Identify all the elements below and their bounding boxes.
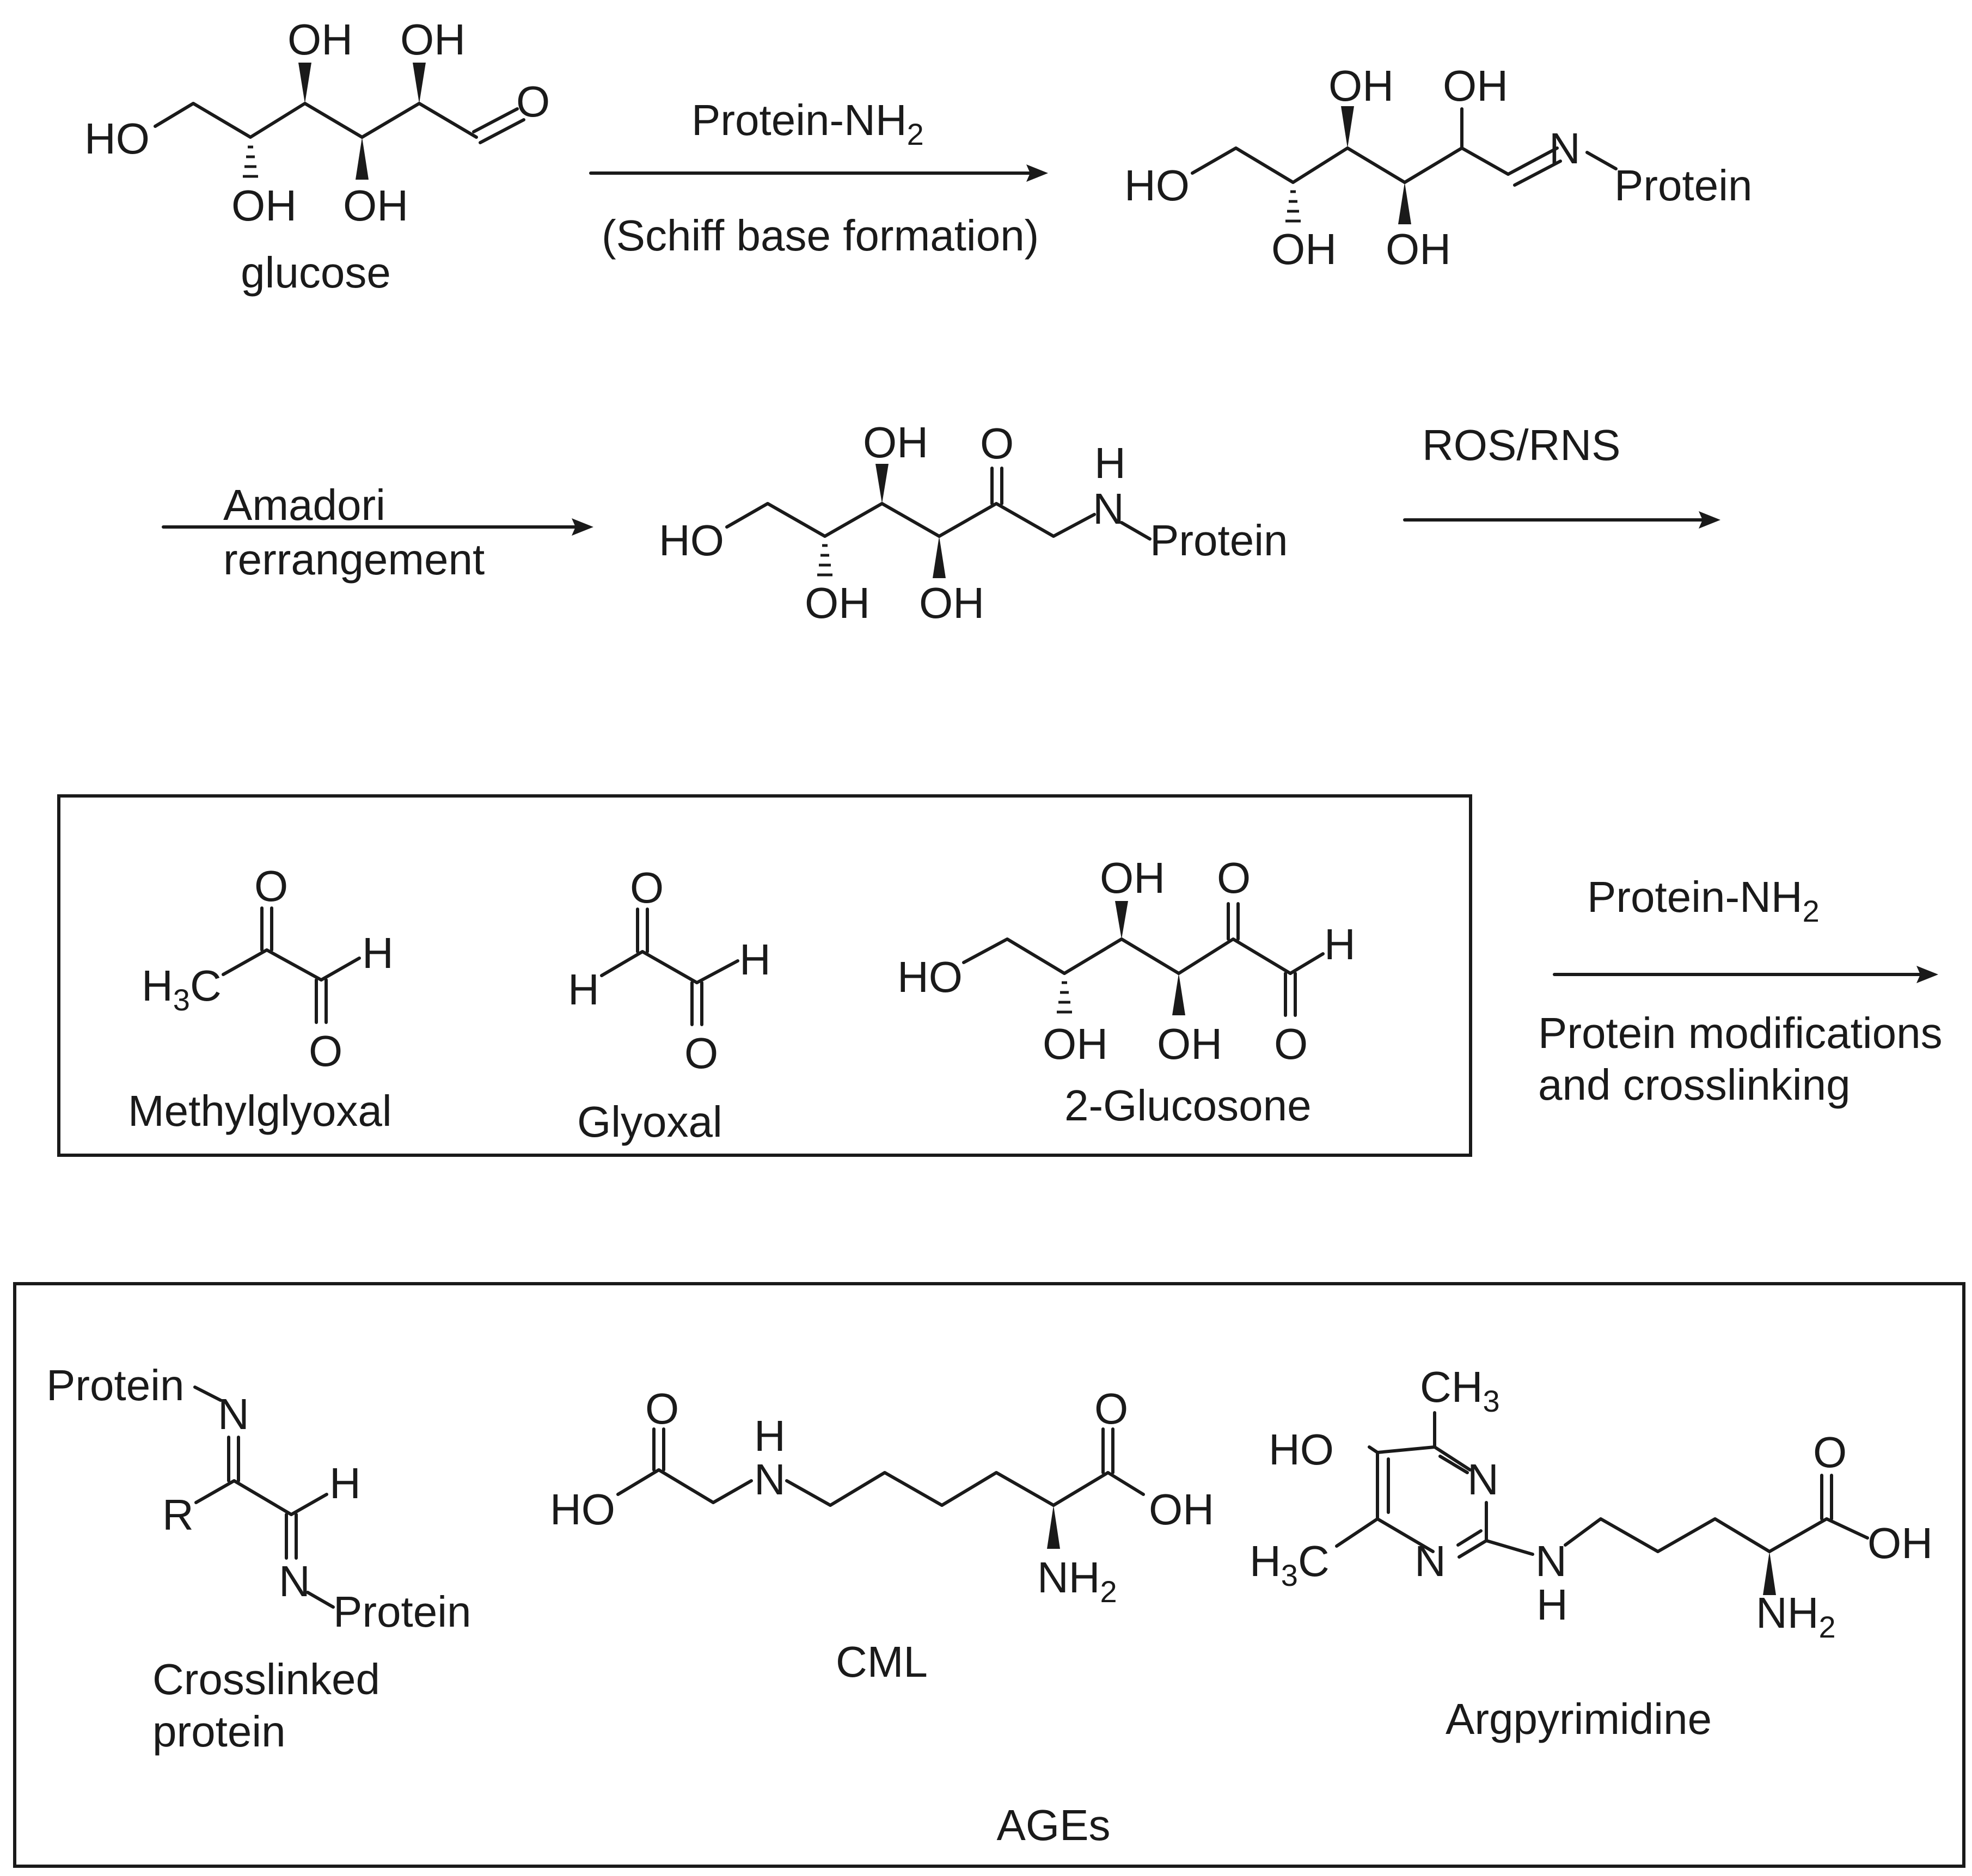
arg-nh-n: N	[1535, 1537, 1567, 1585]
gs-oh-c3: OH	[1100, 854, 1165, 902]
ages-title: AGEs	[997, 1801, 1111, 1849]
cml-name: CML	[836, 1638, 928, 1686]
schiff-reagent: Protein-NH2	[691, 96, 924, 151]
gs-oh-c4: OH	[1157, 1020, 1222, 1068]
arrow-schiff: Protein-NH2 (Schiff base formation)	[589, 96, 1048, 260]
glucose-oh-c2: OH	[400, 15, 466, 64]
amadori-label-1: Amadori	[223, 481, 385, 529]
schiff-oh-c4: OH	[1328, 62, 1394, 110]
xl-n2: N	[279, 1557, 310, 1605]
glucose-ho-label: HO	[84, 114, 150, 163]
schiff-n: N	[1549, 124, 1581, 173]
gly-o2: O	[684, 1029, 718, 1077]
cml-nh-h: H	[754, 1412, 786, 1460]
dicarbonyl-box	[57, 794, 1472, 1157]
arg-ch3-top: CH3	[1420, 1363, 1500, 1418]
mg-o2: O	[309, 1027, 342, 1075]
amadori-protein: Protein	[1150, 516, 1288, 565]
xl-n1: N	[218, 1390, 249, 1438]
arg-n3: N	[1467, 1455, 1499, 1504]
gs-h: H	[1324, 920, 1356, 968]
schiff-condition: (Schiff base formation)	[602, 211, 1039, 260]
gly-h2: H	[739, 935, 771, 984]
xl-name-2: protein	[152, 1707, 286, 1756]
methylglyoxal-structure: H3C O O H Methylglyoxal	[128, 862, 394, 1135]
ages-box	[13, 1282, 1965, 1868]
arg-nh2: NH2	[1756, 1589, 1836, 1644]
cml-structure: HO O N H O OH NH2 CML	[550, 1384, 1214, 1686]
glucose-oh-c4: OH	[287, 15, 353, 64]
arrow-amadori: Amadori rerrangement	[162, 481, 593, 584]
amadori-nh-h: H	[1094, 439, 1126, 487]
schiff-ho-label: HO	[1124, 161, 1190, 210]
glucose-aldehyde-o: O	[516, 77, 550, 126]
mod-product-2: and crosslinking	[1538, 1060, 1851, 1109]
glucosone-structure: HO O O H OH OH OH 2-Glucosone	[897, 854, 1356, 1130]
amadori-ketone-o: O	[980, 419, 1014, 468]
schiff-base-structure: HO N Protein OH OH OH OH	[1124, 62, 1752, 273]
cml-nh2: NH2	[1037, 1553, 1117, 1609]
glucose-structure: HO O OH OH OH OH glucose	[84, 15, 550, 297]
arg-n1: N	[1414, 1537, 1446, 1585]
gs-aldehyde-o: O	[1274, 1020, 1308, 1068]
amadori-oh-c5: OH	[805, 579, 870, 627]
amadori-product-structure: HO O N H Protein OH OH OH	[659, 418, 1288, 627]
arrow-ros: ROS/RNS	[1403, 421, 1720, 529]
mg-o1: O	[254, 862, 288, 910]
xl-r: R	[162, 1491, 194, 1539]
arg-cooh-o: O	[1813, 1428, 1847, 1476]
arg-ho: HO	[1269, 1425, 1334, 1474]
mg-h: H	[362, 929, 394, 977]
arrow-protein-mod: Protein-NH2 Protein modifications and cr…	[1538, 873, 1943, 1109]
amadori-oh-c4: OH	[863, 418, 928, 467]
schiff-oh-c2: OH	[1443, 62, 1508, 110]
arg-h3c: H3C	[1250, 1537, 1330, 1592]
ros-reagent: ROS/RNS	[1422, 421, 1621, 469]
gs-oh-c5: OH	[1043, 1020, 1108, 1068]
argpyrimidine-structure: CH3 HO N N H3C N H O OH NH2 Argpyrimidin…	[1250, 1363, 1933, 1743]
glucose-oh-c3: OH	[343, 181, 408, 230]
glucose-name: glucose	[241, 248, 391, 297]
xl-h: H	[329, 1459, 361, 1507]
cml-acid-o: O	[645, 1384, 679, 1433]
gs-name: 2-Glucosone	[1064, 1081, 1312, 1130]
amadori-oh-c3: OH	[919, 579, 984, 627]
mg-h3c: H3C	[142, 961, 222, 1017]
amadori-n: N	[1093, 485, 1124, 533]
gly-o1: O	[630, 863, 664, 912]
arg-oh: OH	[1867, 1519, 1933, 1567]
cml-ho: HO	[550, 1485, 615, 1534]
arg-name: Argpyrimidine	[1446, 1695, 1712, 1743]
mg-name: Methylglyoxal	[128, 1087, 392, 1135]
amadori-ho-label: HO	[659, 516, 724, 565]
xl-protein-top: Protein	[46, 1361, 184, 1409]
mod-reagent: Protein-NH2	[1587, 873, 1820, 928]
amadori-label-2: rerrangement	[223, 535, 485, 584]
cml-n: N	[754, 1455, 786, 1504]
gly-h1: H	[568, 965, 599, 1014]
cml-cooh-o: O	[1094, 1384, 1128, 1433]
mod-product-1: Protein modifications	[1538, 1009, 1943, 1057]
xl-protein-bottom: Protein	[333, 1587, 471, 1636]
schiff-protein: Protein	[1614, 161, 1752, 210]
gs-ketone-o: O	[1217, 854, 1251, 902]
glyoxal-structure: H O O H Glyoxal	[568, 863, 771, 1146]
schiff-oh-c3: OH	[1386, 225, 1451, 273]
gs-ho: HO	[897, 953, 963, 1001]
xl-name-1: Crosslinked	[152, 1655, 380, 1703]
gly-name: Glyoxal	[577, 1098, 722, 1146]
glucose-oh-c5: OH	[231, 181, 297, 230]
crosslinked-protein-structure: Protein N R H N Protein Crosslinked prot…	[46, 1361, 471, 1756]
cml-oh: OH	[1149, 1485, 1214, 1534]
arg-nh-h: H	[1536, 1580, 1568, 1629]
schiff-oh-c5: OH	[1271, 225, 1337, 273]
